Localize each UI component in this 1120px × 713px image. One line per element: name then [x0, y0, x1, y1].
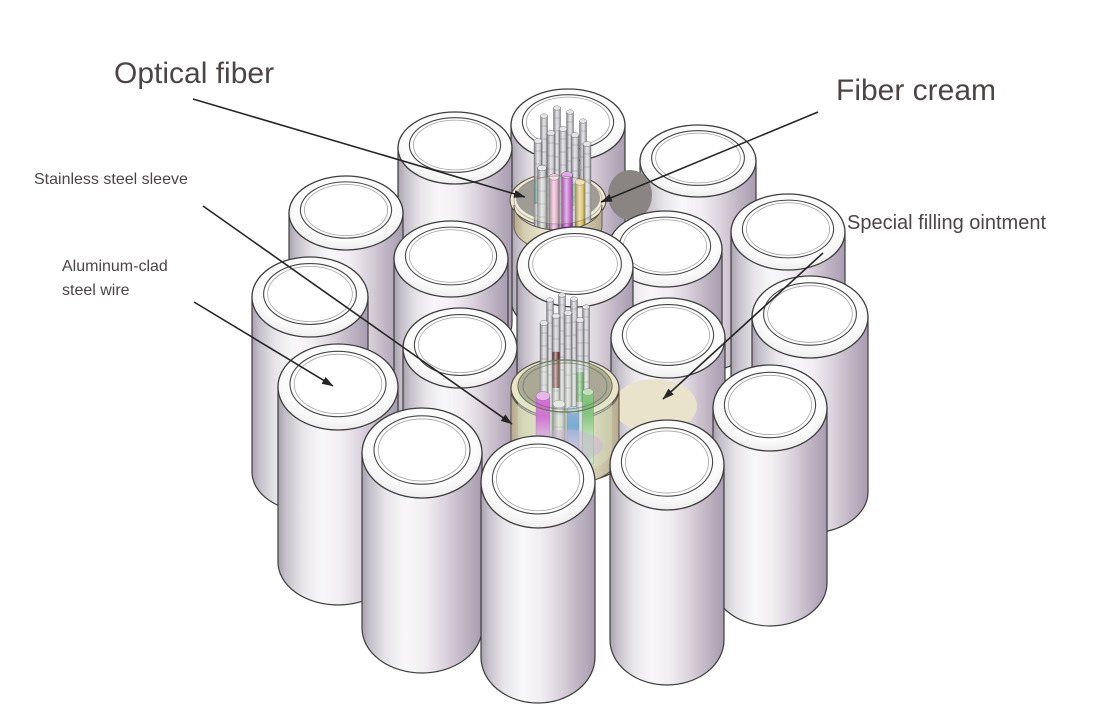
wire-bore-rim: [267, 265, 353, 322]
wire-bore-rim: [532, 235, 618, 292]
special-filling-ointment-leader-arrow: [662, 252, 824, 400]
upper-fiber-unit: [509, 105, 607, 252]
wire-bore-rim: [412, 119, 498, 171]
wire-bore: [620, 427, 714, 497]
rod-cap: [570, 132, 580, 138]
wire-bore-rim: [624, 430, 710, 494]
rod-cap: [553, 105, 561, 111]
optical-fiber-leader-arrow: [192, 98, 526, 198]
label-fiber-cream: Fiber cream: [836, 74, 997, 107]
stainless-steel-sleeve-leader-arrow: [202, 205, 513, 425]
wire-body: [361, 452, 483, 674]
wire-bore-rim: [767, 285, 853, 343]
rod-cap: [566, 109, 574, 115]
rod-cap: [579, 118, 587, 124]
wire-body: [480, 481, 596, 704]
glass-rim: [517, 359, 613, 413]
rod-cap: [533, 138, 543, 144]
wire-bore: [404, 226, 498, 286]
aluminum-clad-steel-wire-tube: [712, 364, 828, 627]
optical-fiber-rod: [563, 310, 573, 465]
rod-cap: [535, 391, 551, 401]
rod-cap: [539, 320, 549, 326]
rod-color-segment: [576, 372, 584, 402]
rod-cap: [582, 304, 590, 310]
rod-cap: [558, 292, 566, 298]
label-optical-fiber: Optical fiber: [114, 57, 275, 90]
aluminum-clad-steel-wire-leader-arrow: [193, 301, 334, 387]
wire-bore-rim: [495, 446, 581, 512]
rod-cap: [540, 113, 548, 119]
glass-inner-rim: [522, 362, 608, 410]
rod-cap: [558, 126, 568, 132]
wire-bore: [373, 415, 471, 485]
aluminum-clad-steel-wire-tube: [480, 435, 596, 704]
filling-glaze: [513, 175, 603, 225]
label-aluminum-clad-steel-wire: Aluminum-clad steel wire: [62, 258, 168, 299]
wire-bore: [651, 130, 745, 186]
rod-cap: [575, 317, 585, 323]
wire-bore: [528, 233, 622, 295]
wire-bore: [723, 371, 817, 439]
wire-bore-rim: [408, 229, 494, 283]
wire-bore: [491, 443, 585, 515]
cable-scene: [192, 88, 869, 704]
aluminum-clad-steel-wire-tube: [609, 419, 725, 686]
wire-bore-rim: [745, 202, 831, 256]
wire-body: [609, 464, 725, 686]
wire-bore-rim: [655, 132, 741, 184]
rod-cap: [563, 310, 573, 316]
rod-cap: [546, 130, 556, 136]
wire-bore: [741, 199, 835, 259]
rod-cap: [582, 141, 592, 147]
wire-bore: [621, 304, 715, 366]
label-special-filling-ointment: Special filling ointment: [847, 212, 1046, 234]
wire-bore-rim: [377, 418, 467, 482]
rod-cap: [537, 164, 547, 172]
rod-cap: [582, 388, 594, 396]
wire-bore: [408, 117, 502, 173]
rod-cap: [552, 399, 566, 409]
wire-bore: [289, 350, 387, 418]
rod-cap: [546, 297, 554, 303]
label-stainless-steel-sleeve: Stainless steel sleeve: [34, 171, 188, 188]
gap-shadow-patch: [608, 170, 652, 220]
rod-cap: [548, 173, 560, 181]
wire-bore-rim: [625, 306, 711, 363]
wire-bore-rim: [293, 353, 383, 415]
wire-bore: [413, 314, 507, 376]
optical-fiber-rod: [582, 388, 594, 465]
wire-bore-rim: [303, 184, 389, 236]
wire-bore: [299, 181, 393, 239]
filling-ointment-patch: [613, 379, 697, 433]
wire-bore-rim: [727, 374, 813, 436]
rod-cap: [570, 296, 578, 302]
wire-bore: [263, 263, 357, 325]
rod-cap: [551, 313, 561, 319]
wire-bore: [763, 282, 857, 346]
fiber-cream-leader-arrow: [600, 111, 819, 203]
wire-bore-rim: [417, 316, 503, 373]
aluminum-clad-steel-wire-tube: [361, 407, 483, 674]
rod-color-segment: [552, 352, 560, 388]
